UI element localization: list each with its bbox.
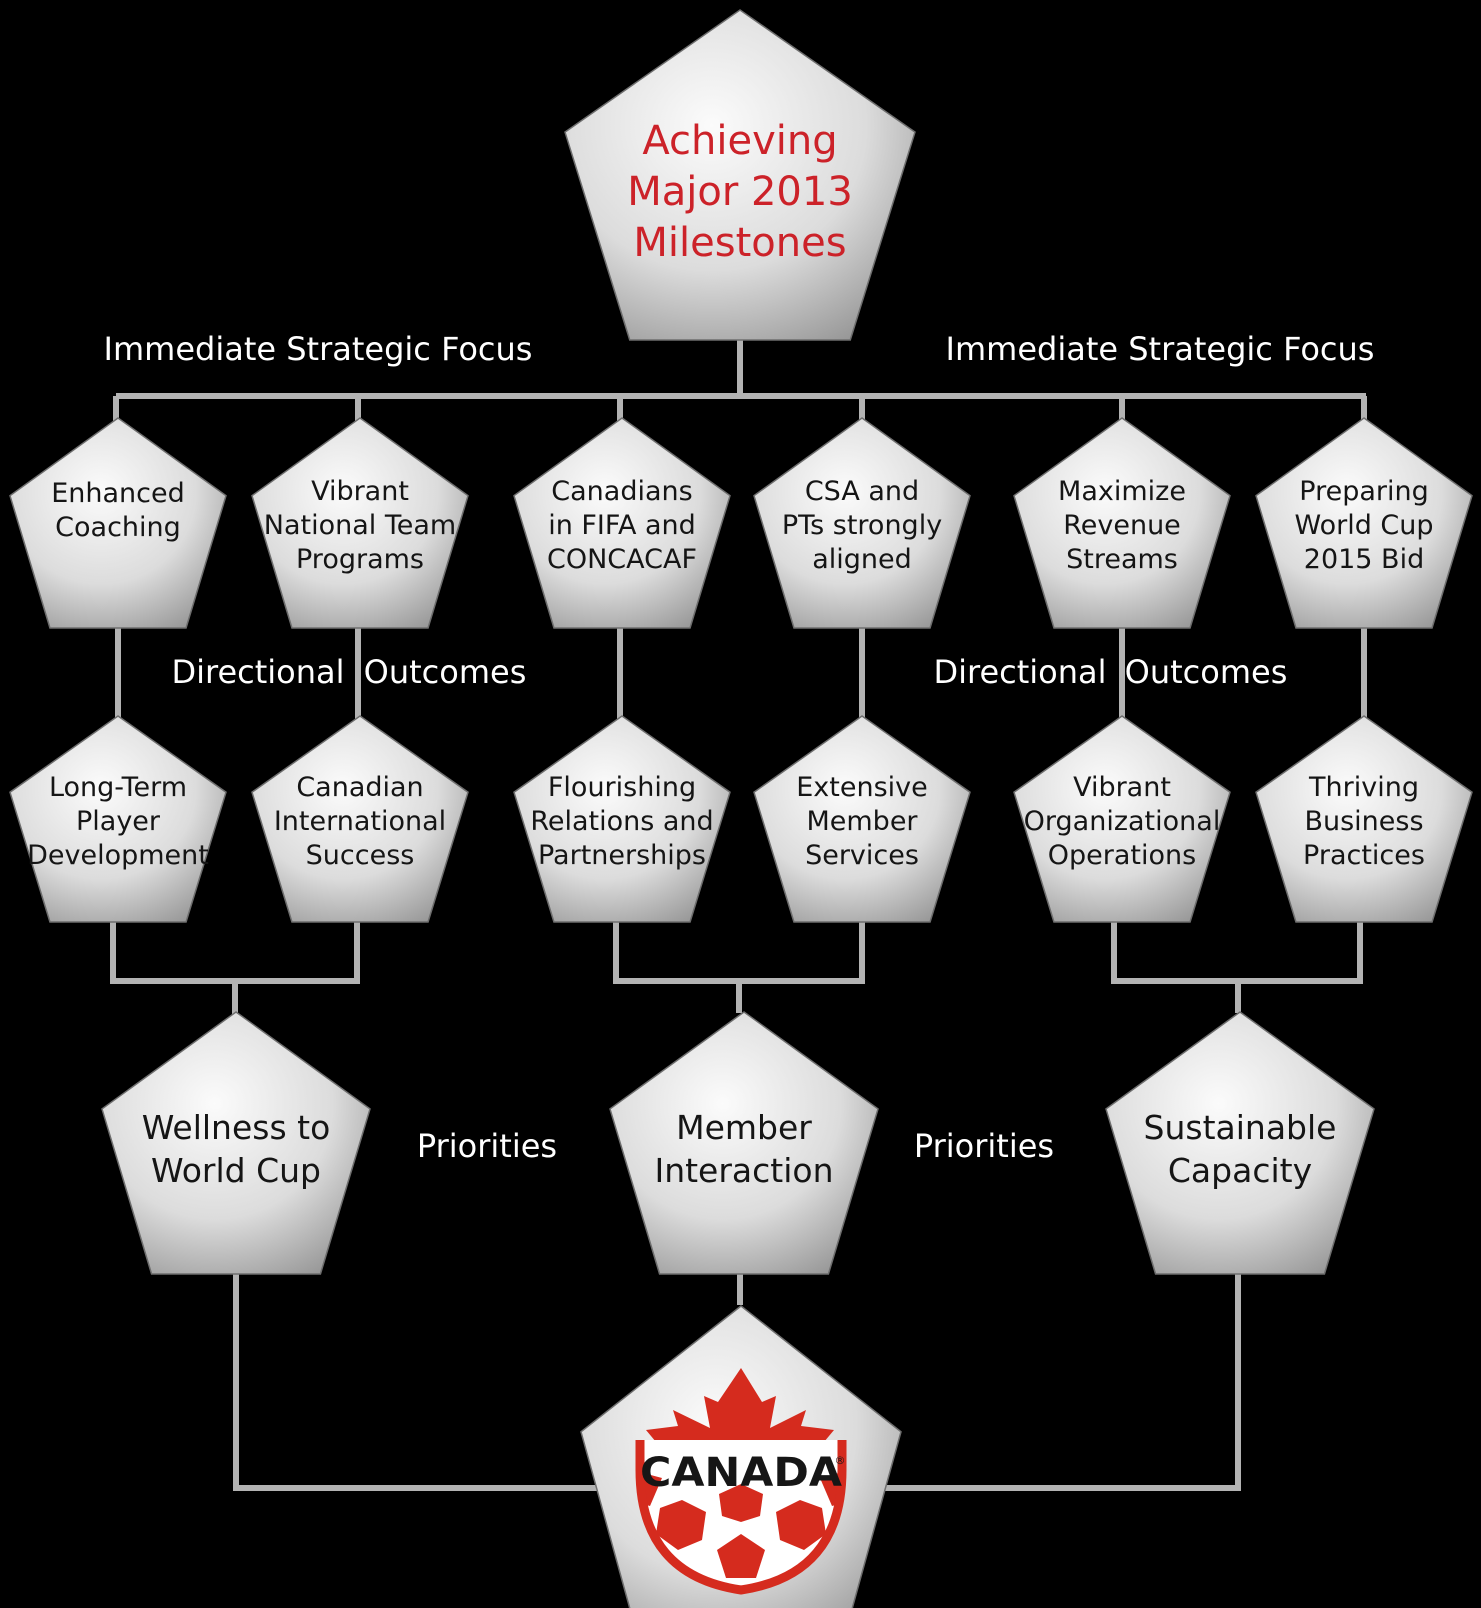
section-labels: Immediate Strategic Focus Immediate Stra… [104,330,1375,1165]
priority-to-logo-connectors [233,1273,1241,1491]
title-label-line: Milestones [633,220,846,266]
focus-item-6-label-line: 2015 Bid [1304,544,1424,575]
focus-item-6-pentagon [1255,417,1473,629]
outcome-item-3-label-line: Flourishing [548,772,696,803]
focus-item-5-label-line: Revenue [1063,510,1181,541]
outcome-item-6-pentagon [1255,715,1473,923]
focus-item-4-pentagon [753,417,971,629]
focus-item-2-label-line: Vibrant [311,476,409,507]
priority-item-1-label: Wellness to World Cup [142,1108,331,1190]
maple-leaf-icon [646,1368,834,1442]
focus-to-outcome-connectors [115,628,1367,720]
focus-item-2-pentagon [251,417,469,629]
outcome-item-6-label-line: Business [1304,806,1423,837]
focus-item-3-label-line: in FIFA and [548,510,696,541]
outcome-item-1-pentagon [9,715,227,923]
outcome-item-1-label-line: Player [76,806,161,837]
focus-item-3-label-line: Canadians [551,476,692,507]
focus-item-1-label-line: Coaching [55,512,181,543]
outcome-item-1-label-line: Development [27,840,209,871]
outcomes-label-right: Outcomes [1125,653,1288,691]
focus-item-5-pentagon [1013,417,1231,629]
outcome-item-2-label-line: Success [306,840,415,871]
outcome-item-4-label-line: Extensive [796,772,928,803]
canada-soccer-logo: CANADA ® [635,1368,847,1595]
connector-lines [110,340,1367,1491]
outcome-item-2-label-line: Canadian [296,772,423,803]
priority-item-1-label-line: Wellness to [142,1108,331,1147]
priorities-label-left: Priorities [417,1127,557,1165]
directional-label-left: Directional [171,653,344,691]
focus-item-1-label-line: Enhanced [51,478,185,509]
focus-item-6-label-line: Preparing [1299,476,1428,507]
outcome-item-3-pentagon [513,715,731,923]
priority-item-1-pentagon [101,1011,371,1275]
focus-item-6-label-line: World Cup [1294,510,1433,541]
directional-label-right: Directional [933,653,1106,691]
outcome-item-4-label-line: Member [806,806,918,837]
outcome-item-6-label-line: Practices [1303,840,1425,871]
outcome-item-2-pentagon [251,715,469,923]
focus-item-4-label-line: CSA and [805,476,919,507]
focus-item-2-label-line: Programs [296,544,424,575]
focus-item-2-label-line: National Team [264,510,456,541]
outcome-item-4-pentagon [753,715,971,923]
priority-item-2-label-line: Interaction [654,1151,833,1190]
priority-item-3-label-line: Capacity [1168,1151,1312,1190]
outcome-item-5-label-line: Organizational [1024,806,1221,837]
title-label-line: Major 2013 [627,169,853,215]
outcome-item-3-label-line: Relations and [530,806,713,837]
title-label-line: Achieving [642,118,837,164]
focus-label-left: Immediate Strategic Focus [104,330,533,368]
priority-item-3-pentagon [1105,1011,1375,1275]
focus-item-5-label-line: Streams [1066,544,1178,575]
outcomes-label-left: Outcomes [364,653,527,691]
outcome-item-5-pentagon [1013,715,1231,923]
priority-item-3-label-line: Sustainable [1144,1108,1337,1147]
outcome-to-priority-connectors [110,922,1363,1015]
priority-item-1-label-line: World Cup [151,1151,321,1190]
priority-item-2-label-line: Member [676,1108,812,1147]
priority-item-2-pentagon [609,1011,879,1275]
focus-item-3-label-line: CONCACAF [547,544,697,575]
outcome-item-5-label-line: Operations [1048,840,1196,871]
top-connector-bus [113,340,1367,432]
focus-item-4-label-line: aligned [812,544,912,575]
outcome-item-6-label-line: Thriving [1308,772,1419,803]
maple-leaf-soccer-ball-icon [635,1368,847,1595]
focus-item-3-pentagon [513,417,731,629]
focus-item-5-label-line: Maximize [1058,476,1186,507]
focus-item-1-pentagon [9,417,227,629]
focus-label-right: Immediate Strategic Focus [946,330,1375,368]
outcome-item-4-label-line: Services [805,840,919,871]
outcome-item-5-label-line: Vibrant [1073,772,1171,803]
canada-wordmark: CANADA [640,1450,842,1496]
registered-mark: ® [835,1454,846,1467]
focus-item-4-label-line: PTs strongly [782,510,942,541]
priorities-label-right: Priorities [914,1127,1054,1165]
outcome-item-2-label-line: International [274,806,446,837]
outcome-item-3-label-line: Partnerships [538,840,706,871]
title-pentagon [564,9,916,341]
outcome-item-1-label-line: Long-Term [49,772,187,803]
